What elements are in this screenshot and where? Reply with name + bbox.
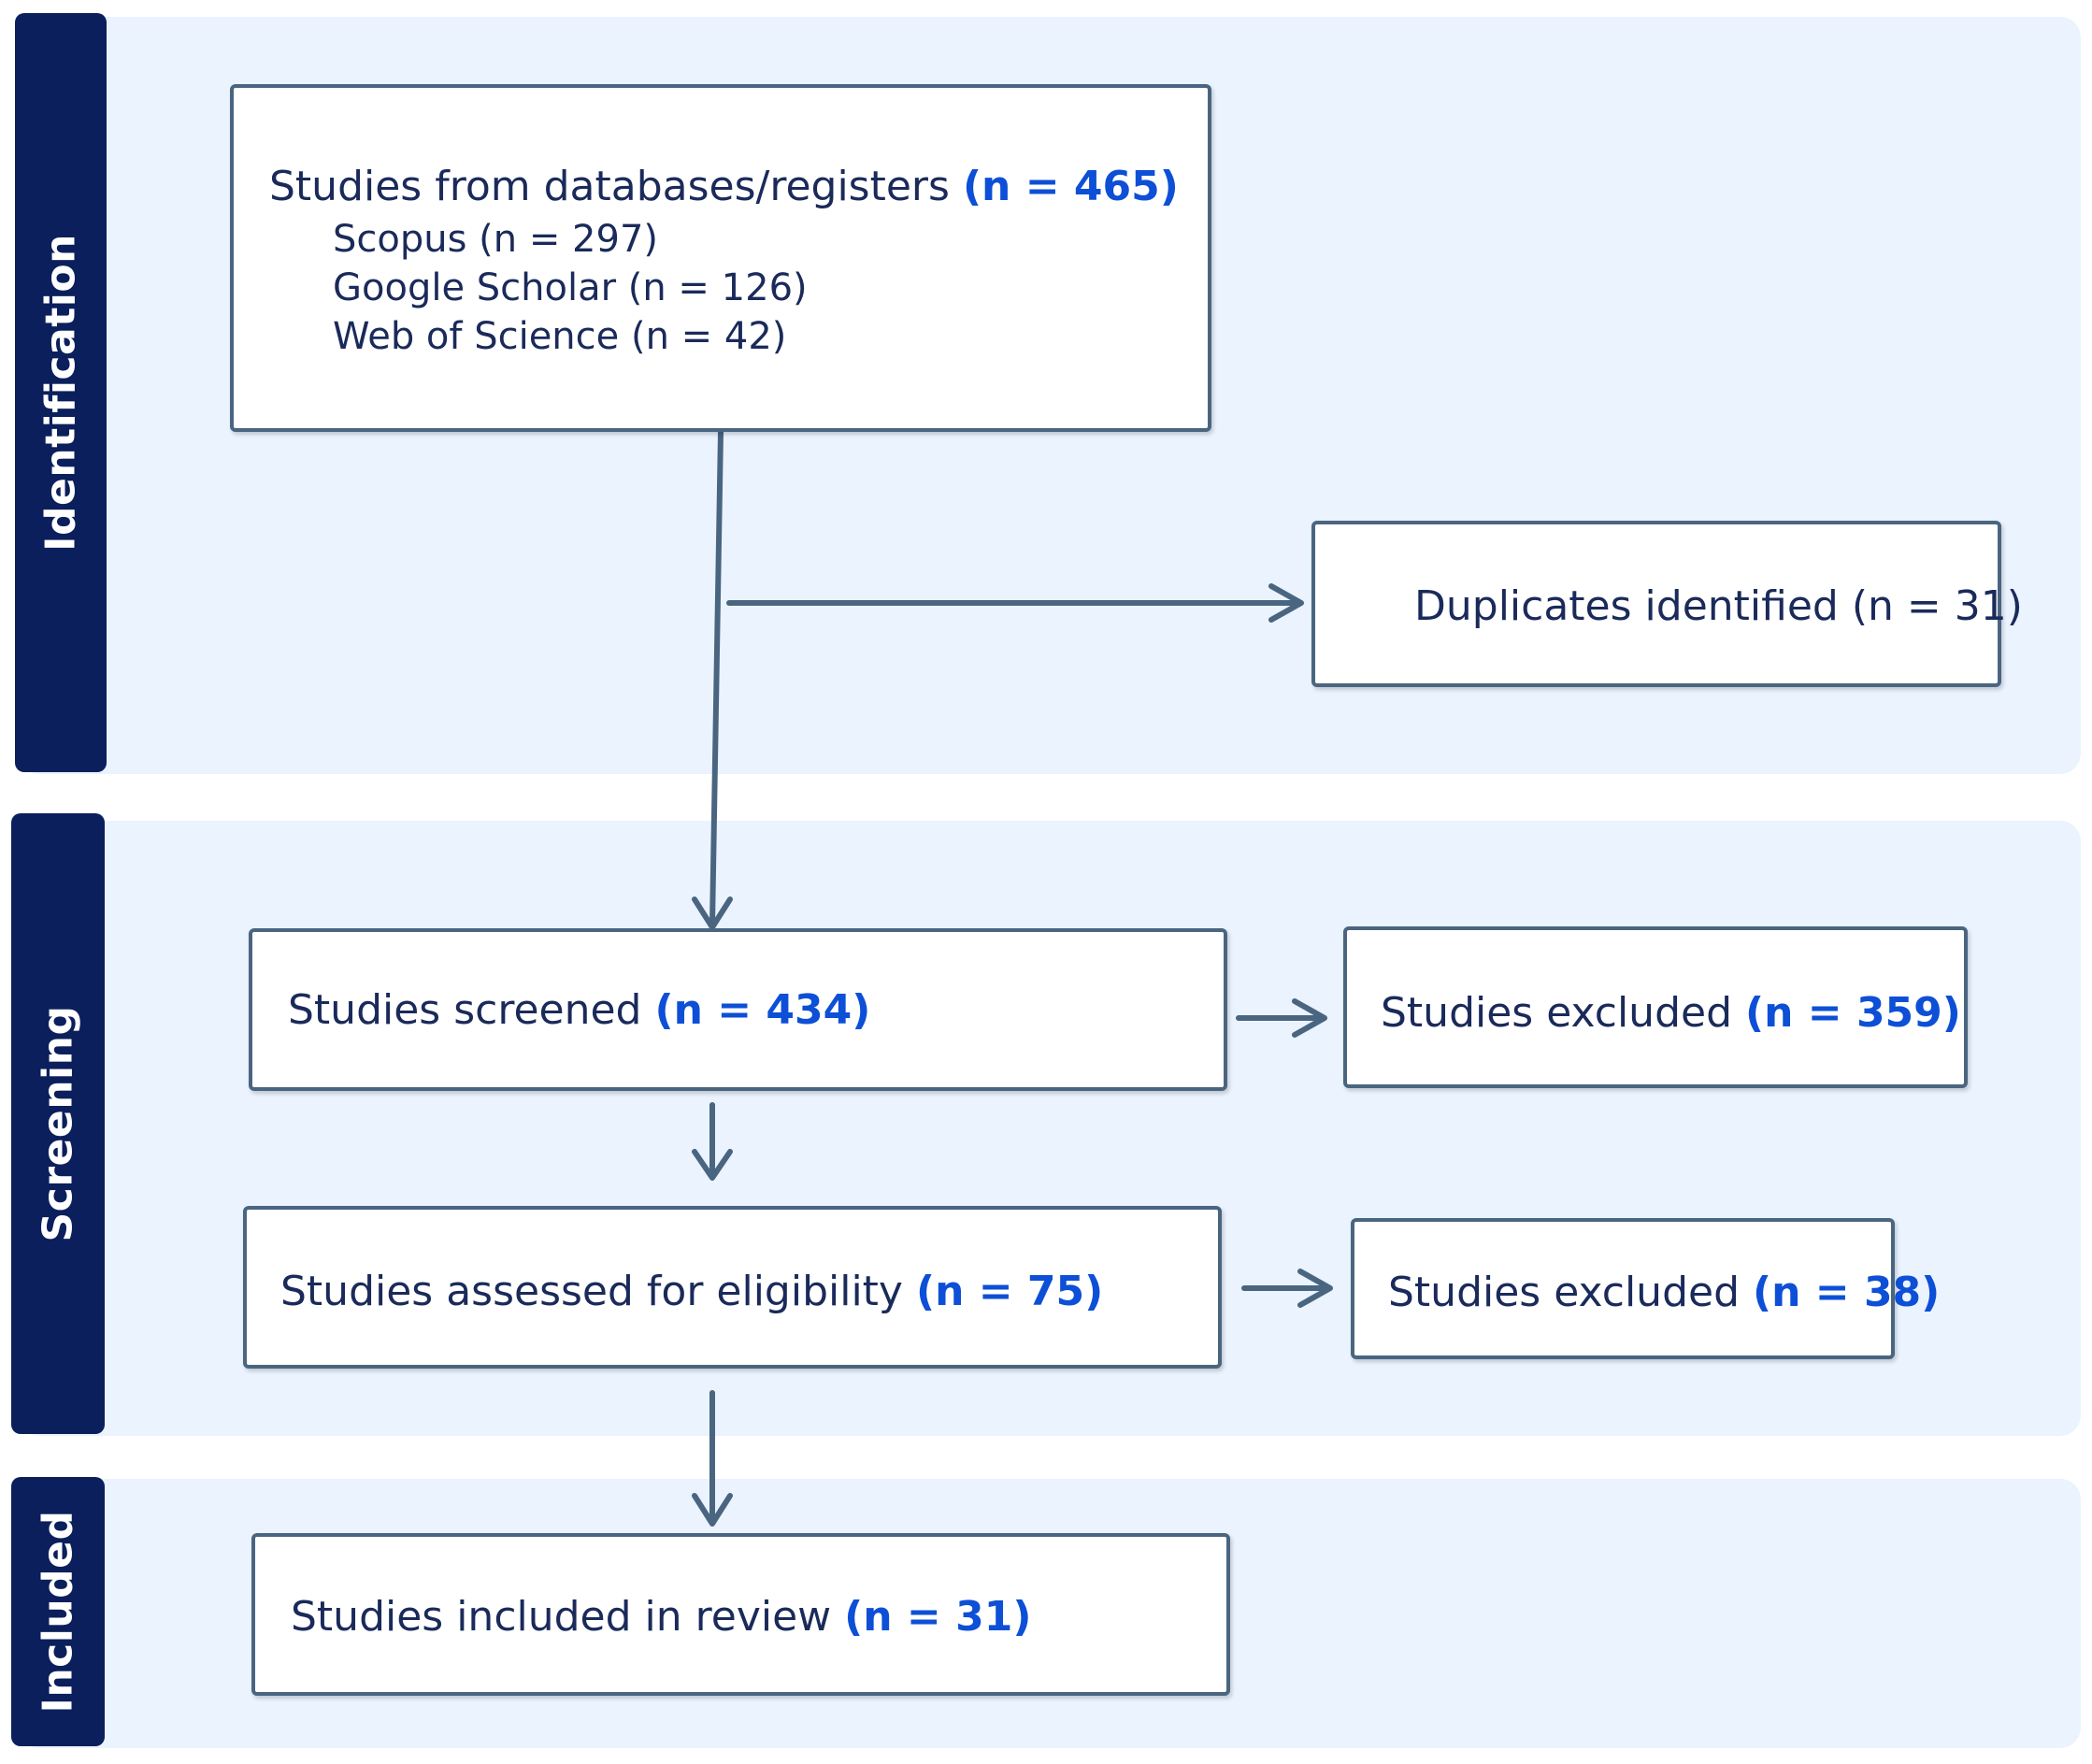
eligibility-box: Studies assessed for eligibility (n = 75… [243,1206,1222,1369]
databases-label: Studies from databases/registers [269,163,950,210]
screened-text: Studies screened (n = 434) [288,990,870,1031]
duplicates-label: Duplicates identified (n = 31) [1414,582,2023,630]
identification-label: Identification [36,234,85,552]
excluded-screening-box: Studies excluded (n = 359) [1343,926,1968,1088]
excluded-eligibility-count: (n = 38) [1753,1269,1941,1316]
excluded-screening-text: Studies excluded (n = 359) [1381,993,1961,1034]
included-text: Studies included in review (n = 31) [291,1597,1031,1638]
eligibility-text: Studies assessed for eligibility (n = 75… [280,1271,1103,1312]
excluded-eligibility-box: Studies excluded (n = 38) [1351,1218,1940,1359]
excluded-screening-count: (n = 359) [1745,989,1961,1037]
excluded-screening-label: Studies excluded [1381,989,1732,1037]
screened-box: Studies screened (n = 434) [249,928,1227,1091]
databases-box: Studies from databases/registers (n = 46… [230,84,1211,432]
included-label: Included [34,1510,82,1714]
screened-count: (n = 434) [654,986,871,1034]
screening-sidebar: Screening [11,813,105,1434]
databases-title: Studies from databases/registers (n = 46… [269,166,1179,208]
excluded-eligibility-text: Studies excluded (n = 38) [1388,1272,1940,1313]
screening-label: Screening [34,1005,82,1242]
included-box: Studies included in review (n = 31) [251,1533,1230,1696]
databases-count: (n = 465) [962,163,1179,210]
eligibility-label: Studies assessed for eligibility [280,1268,903,1315]
screened-label: Studies screened [288,986,642,1034]
duplicates-box: Duplicates identified (n = 31) [1311,521,2023,687]
included-count: (n = 31) [844,1593,1032,1641]
excluded-eligibility-label: Studies excluded [1388,1269,1740,1316]
included-label: Studies included in review [291,1593,832,1641]
included-sidebar: Included [11,1477,105,1746]
identification-sidebar: Identification [15,13,107,772]
source-google-scholar: Google Scholar (n = 126) [333,266,808,309]
source-web-of-science: Web of Science (n = 42) [333,315,787,358]
eligibility-count: (n = 75) [915,1268,1104,1315]
source-scopus: Scopus (n = 297) [333,218,659,261]
